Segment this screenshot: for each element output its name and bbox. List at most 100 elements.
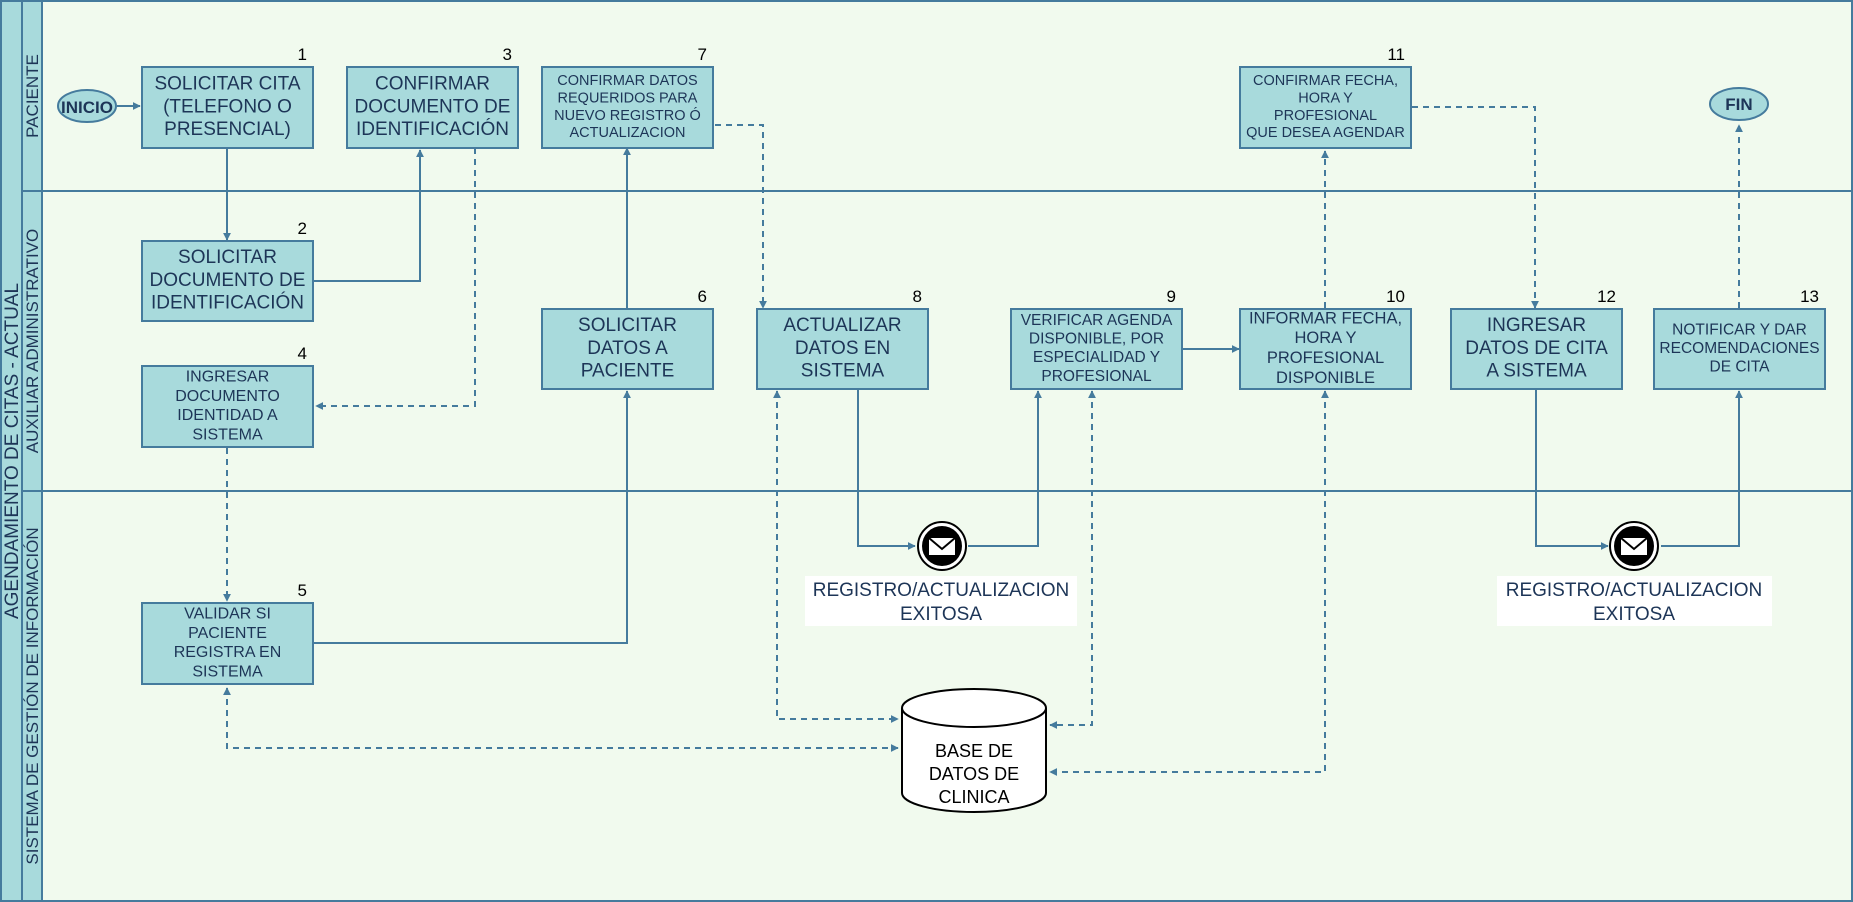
process-step-1-number: 1: [298, 45, 307, 64]
process-step-11-number: 11: [1387, 45, 1405, 64]
process-step-4-text: INGRESAR: [186, 369, 270, 386]
flow-2-to-3: [313, 149, 424, 282]
process-step-1-text: SOLICITAR CITA: [154, 73, 300, 94]
process-step-5-text: SISTEMA: [192, 663, 263, 680]
envelope-icon: [928, 537, 956, 555]
pool-title: AGENDAMIENTO DE CITAS - ACTUAL: [2, 283, 23, 619]
process-step-13-shape: [1653, 308, 1826, 390]
flow-8-db: [773, 390, 899, 723]
process-step-5-shape: [141, 602, 314, 685]
process-step-11-text: CONFIRMAR FECHA,: [1253, 73, 1398, 89]
message-event-1: [917, 521, 967, 571]
flow-12-to-msg2: [1535, 390, 1609, 550]
flow-5-to-6: [313, 390, 631, 644]
message-label-2-line-2: EXITOSA: [1593, 604, 1675, 625]
process-step-7-text: NUEVO REGISTRO Ó: [554, 107, 701, 124]
process-step-7-text: CONFIRMAR DATOS: [557, 73, 697, 89]
process-step-13-text: RECOMENDACIONES: [1659, 340, 1819, 357]
start-label: INICIO: [61, 98, 113, 117]
process-step-10-text: HORA Y: [1294, 329, 1356, 347]
process-step-11-text: HORA Y: [1298, 90, 1353, 106]
process-step-2-number: 2: [298, 219, 307, 238]
message-label-1-line-1: REGISTRO/ACTUALIZACION: [813, 580, 1070, 601]
process-steps: SOLICITAR CITA(TELEFONO OPRESENCIAL)1SOL…: [141, 45, 1826, 685]
process-step-3-text: IDENTIFICACIÓN: [356, 118, 509, 140]
process-step-11-shape: [1239, 66, 1412, 149]
envelope-icon: [1620, 537, 1648, 555]
process-step-5-text: PACIENTE: [188, 625, 267, 642]
lane-paciente: [41, 0, 1853, 192]
process-step-2-text: IDENTIFICACIÓN: [151, 292, 304, 314]
process-step-9-shape: [1010, 308, 1183, 390]
process-step-10: INFORMAR FECHA,HORA YPROFESIONALDISPONIB…: [1239, 287, 1412, 390]
process-step-3-number: 3: [503, 45, 512, 64]
process-step-12-text: A SISTEMA: [1486, 361, 1587, 382]
process-step-2-text: SOLICITAR: [178, 247, 277, 268]
process-step-1-text: PRESENCIAL): [164, 119, 291, 140]
process-step-10-shape: [1239, 308, 1412, 390]
database-cylinder: BASE DE DATOS DE CLINICA: [901, 688, 1047, 813]
process-step-3-shape: [346, 66, 519, 149]
lane-label-auxiliar: AUXILIAR ADMINISTRATIVO: [23, 229, 42, 454]
process-step-8-shape: [756, 308, 929, 390]
end-label: FIN: [1725, 95, 1752, 114]
process-step-10-number: 10: [1386, 287, 1405, 306]
process-step-6-text: DATOS A: [587, 338, 668, 359]
process-step-6-shape: [541, 308, 714, 390]
lane-label-sistema: SISTEMA DE GESTIÓN DE INFORMACIÓN: [23, 527, 42, 864]
process-step-12-shape: [1450, 308, 1623, 390]
flow-11-to-12: [1412, 106, 1539, 309]
process-step-8-text: DATOS EN: [795, 338, 890, 359]
process-step-7-shape: [541, 66, 714, 149]
process-step-9-number: 9: [1167, 287, 1176, 306]
message-label-1-line-2: EXITOSA: [900, 604, 982, 625]
database-line-2: DATOS DE: [929, 764, 1019, 784]
lane-label-paciente: PACIENTE: [23, 54, 42, 138]
message-label-2-line-1: REGISTRO/ACTUALIZACION: [1506, 580, 1763, 601]
process-step-7-text: ACTUALIZACION: [569, 125, 685, 141]
end-event: FIN: [1709, 87, 1769, 121]
process-step-10-text: INFORMAR FECHA,: [1249, 309, 1402, 327]
message-label-2: REGISTRO/ACTUALIZACION EXITOSA: [1497, 576, 1772, 626]
process-step-10-text: PROFESIONAL: [1267, 349, 1384, 367]
process-step-8-number: 8: [913, 287, 922, 306]
process-step-9-text: VERIFICAR AGENDA: [1021, 312, 1173, 329]
process-step-11-text: QUE DESEA AGENDAR: [1246, 125, 1405, 141]
process-step-13-text: DE CITA: [1710, 358, 1771, 375]
database-line-3: CLINICA: [938, 787, 1009, 807]
process-step-9-text: PROFESIONAL: [1041, 368, 1152, 385]
process-step-2-shape: [141, 240, 314, 322]
process-step-4-text: IDENTIDAD A: [177, 407, 278, 424]
process-step-9-text: ESPECIALIDAD Y: [1033, 349, 1160, 366]
flow-5-db: [223, 687, 899, 752]
process-step-11-text: PROFESIONAL: [1274, 108, 1377, 124]
message-event-2: [1609, 521, 1659, 571]
process-step-3-text: CONFIRMAR: [375, 73, 490, 94]
process-step-12-number: 12: [1597, 287, 1616, 306]
flow-msg2-to-13: [1661, 390, 1743, 547]
process-step-4-text: DOCUMENTO: [175, 388, 280, 405]
start-event: INICIO: [57, 89, 117, 123]
process-step-5-number: 5: [298, 581, 307, 600]
process-step-13-text: NOTIFICAR Y DAR: [1672, 321, 1807, 338]
process-step-4-text: SISTEMA: [192, 426, 263, 443]
message-label-1: REGISTRO/ACTUALIZACION EXITOSA: [805, 576, 1077, 626]
process-step-7-number: 7: [698, 45, 707, 64]
process-step-6-number: 6: [698, 287, 707, 306]
process-step-8-text: SISTEMA: [801, 361, 885, 382]
process-step-4-shape: [141, 365, 314, 448]
process-step-8-text: ACTUALIZAR: [783, 315, 901, 336]
process-step-5-text: REGISTRA EN: [174, 644, 282, 661]
process-step-13-number: 13: [1800, 287, 1819, 306]
flow-msg1-to-9: [968, 390, 1042, 547]
process-step-3-text: DOCUMENTO DE: [355, 96, 511, 117]
